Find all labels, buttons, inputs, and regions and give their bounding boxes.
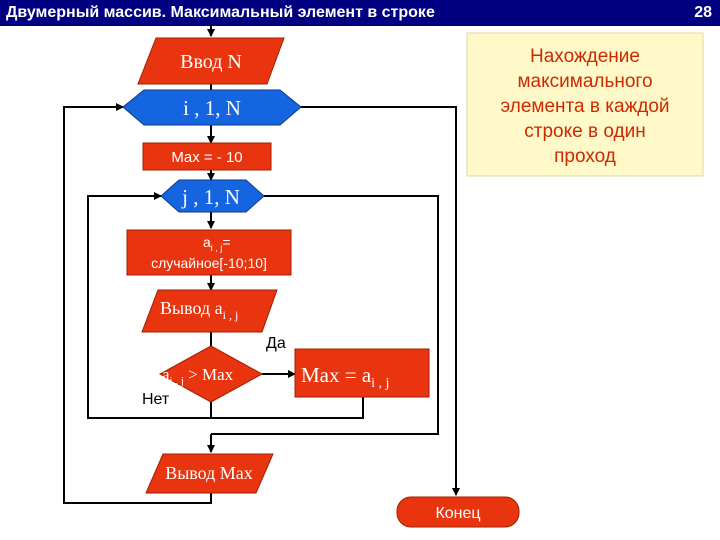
output-max-label: Вывод Max: [165, 463, 253, 483]
input-n-label: Ввод N: [180, 51, 242, 73]
set-max-label: Max = ai , j: [301, 363, 389, 391]
loop-j-block: j , 1, N: [160, 179, 265, 213]
condition-label: ai , j > Max: [162, 365, 234, 387]
note-line-1: Нахождение: [530, 46, 640, 67]
condition-block: ai , j > Max: [158, 345, 264, 403]
end-label: Конец: [435, 505, 480, 522]
title-bar: Двумерный массив. Максимальный элемент в…: [0, 0, 720, 26]
loop-i-label: i , 1, N: [183, 96, 241, 120]
input-n-block: Ввод N: [137, 37, 285, 85]
note-line-5: проход: [554, 146, 616, 167]
end-block: Конец: [396, 496, 520, 528]
note-line-2: максимального: [517, 71, 652, 92]
assign-rand-label: случайное[-10;10]: [151, 255, 267, 271]
note-line-3: элемента в каждой: [500, 96, 669, 117]
assign-a-label: ai , j=: [203, 234, 231, 253]
init-max-block: Max = - 10: [142, 142, 272, 171]
assign-random-block: ai , j= случайное[-10;10]: [126, 229, 292, 276]
output-a-block: Вывод ai , j: [141, 289, 278, 333]
note-line-4: строке в один: [524, 121, 645, 142]
connectors: [63, 24, 460, 504]
output-a-label: Вывод ai , j: [160, 298, 238, 322]
no-label: Нет: [142, 391, 170, 408]
output-max-block: Вывод Max: [145, 453, 274, 494]
init-max-label: Max = - 10: [171, 149, 242, 166]
loop-i-block: i , 1, N: [122, 89, 302, 126]
page-number: 28: [694, 4, 712, 21]
yes-label: Да: [266, 335, 286, 352]
note-box: Нахождение максимального элемента в кажд…: [466, 32, 704, 177]
set-max-block: Max = ai , j: [294, 348, 430, 398]
slide-title: Двумерный массив. Максимальный элемент в…: [6, 4, 435, 21]
loop-j-label: j , 1, N: [181, 185, 240, 209]
